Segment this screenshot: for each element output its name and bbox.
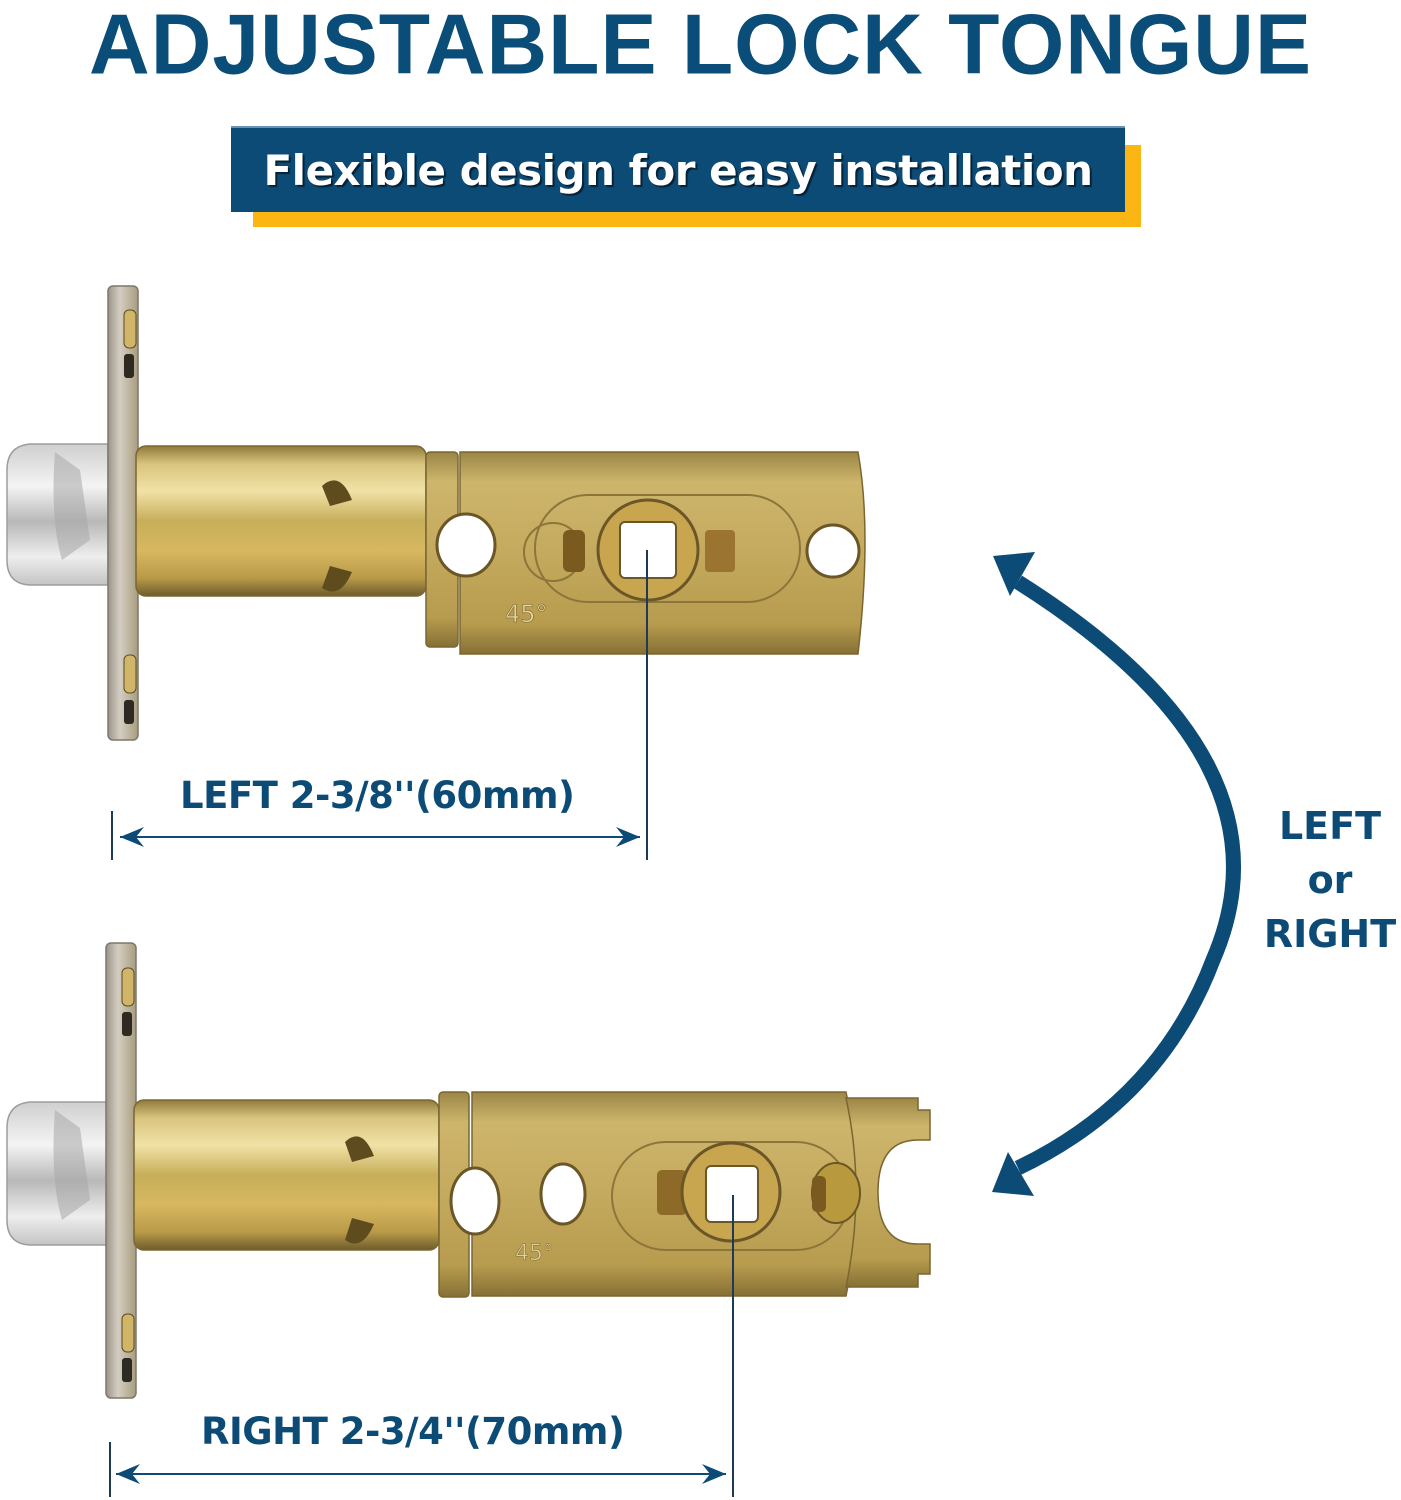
right-backset-label: RIGHT 2-3/4''(70mm) (201, 1410, 625, 1453)
slot-outline (534, 494, 801, 603)
dimension-bottom (109, 1195, 734, 1497)
left-backset-label: LEFT 2-3/8''(60mm) (180, 774, 575, 817)
latch-bottom: 45° (6, 942, 931, 1399)
angle-stamp: 45° (515, 1241, 554, 1266)
curved-double-arrow-icon (992, 552, 1241, 1196)
orientation-or-text: or (1307, 858, 1353, 902)
page-title: ADJUSTABLE LOCK TONGUE (89, 0, 1312, 92)
orientation-left-text: LEFT (1278, 804, 1382, 848)
angle-stamp: 45° (505, 600, 548, 628)
orientation-right-text: RIGHT (1263, 912, 1397, 956)
latch-cylinder (135, 445, 427, 597)
dimension-top (111, 550, 648, 860)
latch-cylinder (133, 1099, 440, 1251)
latch-top: 45° (6, 285, 866, 741)
banner-box: Flexible design for easy installation (231, 126, 1125, 212)
subtitle-banner: Flexible design for easy installation (231, 126, 1141, 228)
banner-text: Flexible design for easy installation (263, 145, 1093, 195)
